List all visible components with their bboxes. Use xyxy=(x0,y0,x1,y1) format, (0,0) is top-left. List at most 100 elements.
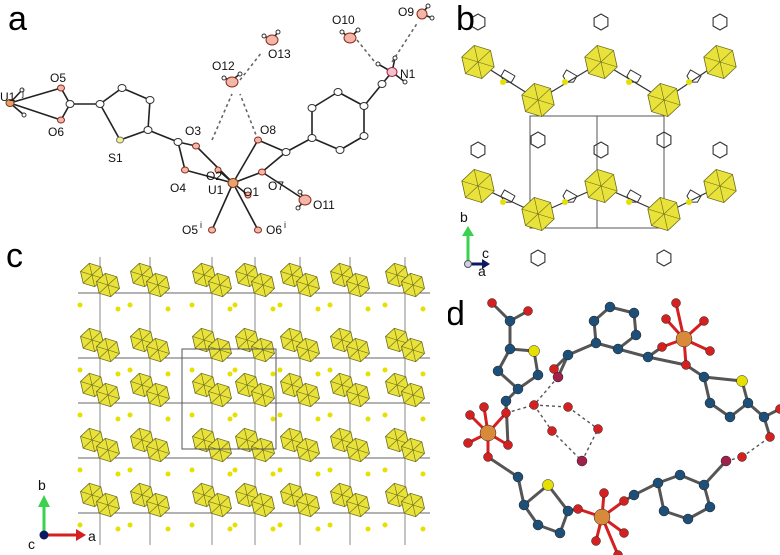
oxygen-atom-oT1 xyxy=(487,298,497,308)
sulfur-c-30 xyxy=(77,412,83,418)
uranyl-polyhedron-c-37 xyxy=(296,382,320,408)
uranyl-polyhedron-9 xyxy=(647,196,681,232)
hbond-1 xyxy=(533,404,569,408)
sulfur-atom-7 xyxy=(686,199,692,205)
label-o6i: O6 xyxy=(266,223,282,237)
carbon-atom-c20 xyxy=(512,471,524,483)
sulfur-c2-20 xyxy=(227,371,233,377)
sulfur-c-18 xyxy=(127,367,133,373)
carbon-atom-c7 xyxy=(562,349,574,361)
carbon-atom-c16 xyxy=(704,397,716,409)
carbon-atom-c24 xyxy=(562,505,574,517)
sulfur-c2-56 xyxy=(420,471,426,477)
carbon-atom-c23 xyxy=(554,527,566,539)
benzene-ring-6 xyxy=(593,141,609,159)
sulfur-c-6 xyxy=(189,302,195,308)
sulfur-c-20 xyxy=(189,367,195,373)
oxygen-atom-o3 xyxy=(483,452,493,462)
sulfur-c-2 xyxy=(77,302,83,308)
sulfur-c2-36 xyxy=(270,416,276,422)
sulfur-c2-4 xyxy=(165,306,171,312)
sulfur-c2-28 xyxy=(420,371,426,377)
carbon-atom-c9 xyxy=(612,343,624,355)
sulfur-c-56 xyxy=(382,467,388,473)
oxygen-atom-o13 xyxy=(573,504,583,514)
carbon-atom-c31 xyxy=(658,505,670,517)
axis-a-label-c: a xyxy=(88,528,96,544)
uranyl-polyhedron-c-19 xyxy=(208,337,232,363)
sulfur-c-40 xyxy=(327,412,333,418)
label-o1: O1 xyxy=(243,185,259,199)
sulfur-c-38 xyxy=(277,412,283,418)
uranyl-polyhedron-6 xyxy=(584,168,618,204)
axis-a-label: a xyxy=(478,263,486,279)
uranyl-polyhedron-c-11 xyxy=(346,272,370,298)
sulfur-c2-24 xyxy=(315,371,321,377)
uranyl-polyhedron-c-67 xyxy=(346,492,370,518)
panel-c-axes xyxy=(38,495,86,541)
carbon-atom-c10 xyxy=(630,329,642,341)
oxygen-atom-o10 xyxy=(681,360,691,370)
sulfur-c2-26 xyxy=(365,371,371,377)
label-u1j-sup: j xyxy=(21,88,24,98)
oxygen-atom-o12 xyxy=(661,314,671,324)
sulfur-atom-6 xyxy=(626,199,632,205)
carbon-atom-c29 xyxy=(704,501,716,513)
nitrogen-atom-n2 xyxy=(720,455,732,467)
sulfur-c2-8 xyxy=(270,306,276,312)
carbon-atom-c1 xyxy=(504,315,516,327)
hbond-2 xyxy=(567,406,599,430)
sulfur-c2-18 xyxy=(165,371,171,377)
hbond-4 xyxy=(551,430,583,462)
oxygen-atom-o17 xyxy=(599,488,609,498)
sulfur-c2-54 xyxy=(365,471,371,477)
uranyl-polyhedron-c-41 xyxy=(401,382,425,408)
uranyl-polyhedron-c-13 xyxy=(401,272,425,298)
bond-27 xyxy=(504,400,510,446)
sulfur-c-52 xyxy=(277,467,283,473)
uranyl-polyhedron-c-5 xyxy=(208,272,232,298)
sulfur-c-46 xyxy=(127,467,133,473)
axis-b-label: b xyxy=(460,209,468,225)
label-o10: O10 xyxy=(332,13,355,27)
uranyl-polyhedron-c-29 xyxy=(96,382,120,408)
oxygen-atom-o11 xyxy=(657,342,667,352)
oxygen-atom-o15 xyxy=(619,528,629,538)
uranium-atom-uTL xyxy=(479,424,497,442)
sulfur-c-12 xyxy=(327,302,333,308)
panel-d-atoms xyxy=(463,298,780,555)
uranyl-polyhedron-c-49 xyxy=(251,437,275,463)
carbon-atom-c14 xyxy=(642,351,654,363)
uranyl-polyhedron-0 xyxy=(461,44,495,80)
sulfur-c-58 xyxy=(77,522,83,528)
oxygen-atom-o6 xyxy=(479,402,489,412)
bond-64 xyxy=(702,459,728,487)
oxygen-atom-o2 xyxy=(463,438,473,448)
nitrogen-atom-w5 xyxy=(576,455,588,467)
benzene-ring-2 xyxy=(712,13,728,31)
label-o8: O8 xyxy=(260,123,276,137)
label-o5: O5 xyxy=(50,71,66,85)
oxygen-atom-oR2 xyxy=(765,432,775,442)
carbon-atom-c28 xyxy=(698,479,710,491)
uranyl-polyhedron-c-3 xyxy=(146,272,170,298)
sulfur-atom-4 xyxy=(500,199,506,205)
uranyl-polyhedron-1 xyxy=(584,44,618,80)
carbon-atom-c18 xyxy=(742,397,754,409)
uranyl-polyhedron-c-65 xyxy=(296,492,320,518)
sulfur-c2-10 xyxy=(315,306,321,312)
hbond-5 xyxy=(581,428,599,462)
oxygen-atom-w2 xyxy=(563,402,573,412)
sulfur-c2-62 xyxy=(227,526,233,532)
unit-cell-box-c xyxy=(181,348,277,450)
uranyl-polyhedron-c-59 xyxy=(146,492,170,518)
uranyl-polyhedron-c-69 xyxy=(401,492,425,518)
label-o11: O11 xyxy=(313,198,335,212)
sulfur-atom-s3 xyxy=(542,479,554,491)
uranyl-polyhedron-c-39 xyxy=(346,382,370,408)
uranyl-polyhedron-2 xyxy=(703,44,737,80)
sulfur-c2-2 xyxy=(115,306,121,312)
panel-a-structure: U1 j O5 O6 S1 O3 O4 O2 U1 O1 O8 O7 O11 O… xyxy=(0,3,435,237)
carbon-atom-c17 xyxy=(724,411,736,423)
hbond-0 xyxy=(533,376,559,406)
